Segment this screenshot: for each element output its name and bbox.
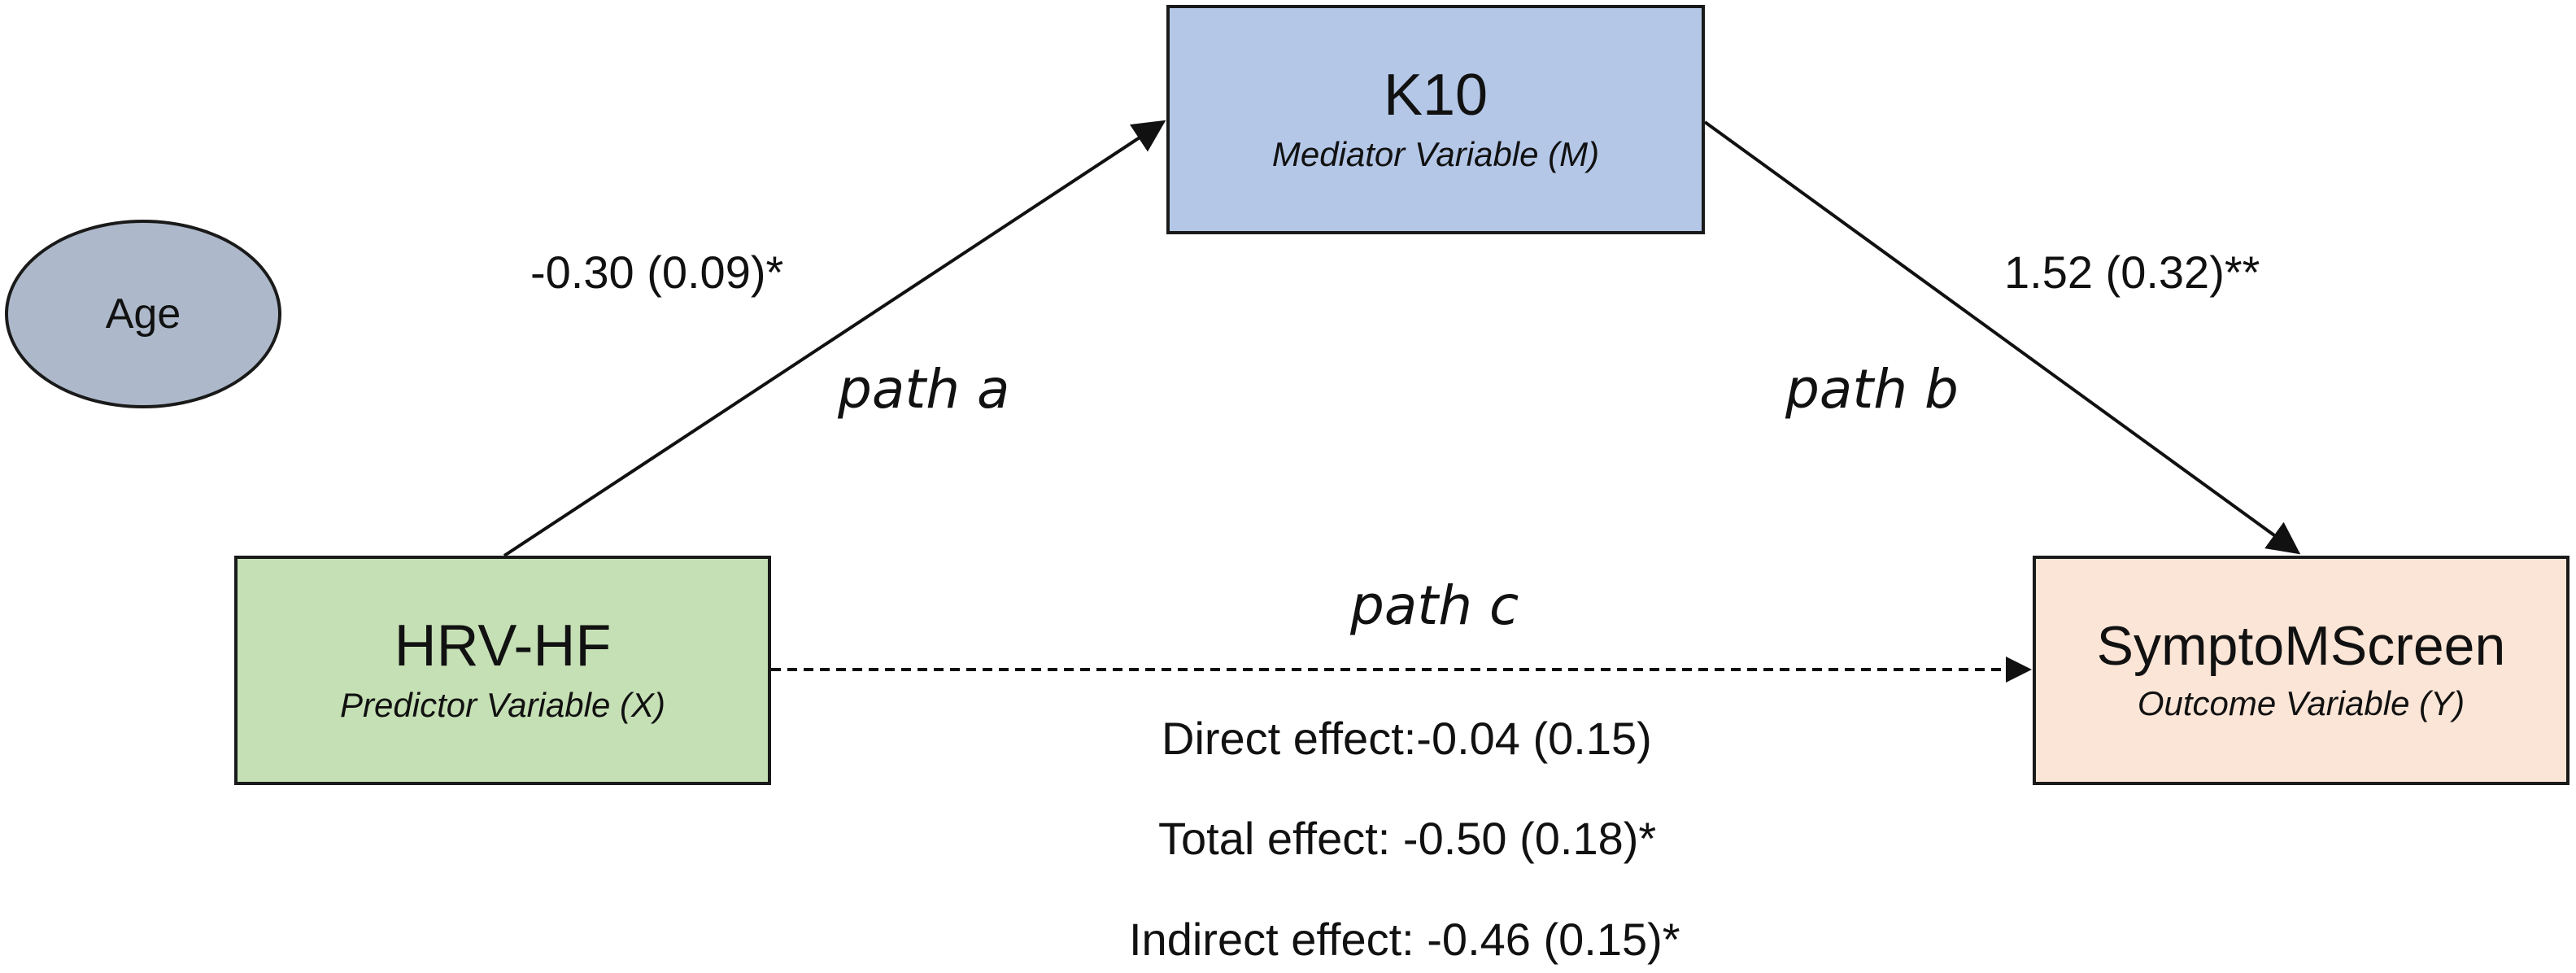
indirect-effect: Indirect effect: -0.46 (0.15)*	[1129, 914, 1680, 965]
path-b-arrow	[1703, 120, 2301, 555]
predictor-subtitle: Predictor Variable (X)	[340, 686, 665, 725]
mediator-node: K10 Mediator Variable (M)	[1166, 5, 1705, 234]
age-covariate-node: Age	[5, 220, 281, 408]
mediator-subtitle: Mediator Variable (M)	[1271, 135, 1600, 174]
outcome-node: SymptoMScreen Outcome Variable (Y)	[2033, 556, 2569, 785]
outcome-subtitle: Outcome Variable (Y)	[2137, 684, 2465, 723]
total-effect: Total effect: -0.50 (0.18)*	[1158, 813, 1657, 864]
direct-effect: Direct effect:-0.04 (0.15)	[1162, 713, 1652, 764]
path-a-arrow	[503, 120, 1166, 557]
outcome-title: SymptoMScreen	[2096, 615, 2506, 678]
path-a-coefficient: -0.30 (0.09)*	[530, 247, 784, 298]
path-b-coefficient: 1.52 (0.32)**	[2004, 247, 2260, 298]
path-c-label: path c	[1350, 574, 1519, 637]
path-a-label: path a	[838, 358, 1010, 421]
predictor-title: HRV-HF	[394, 613, 612, 679]
mediator-title: K10	[1383, 63, 1489, 129]
path-b-label: path b	[1785, 358, 1959, 421]
age-label: Age	[105, 290, 181, 338]
predictor-node: HRV-HF Predictor Variable (X)	[234, 556, 771, 785]
